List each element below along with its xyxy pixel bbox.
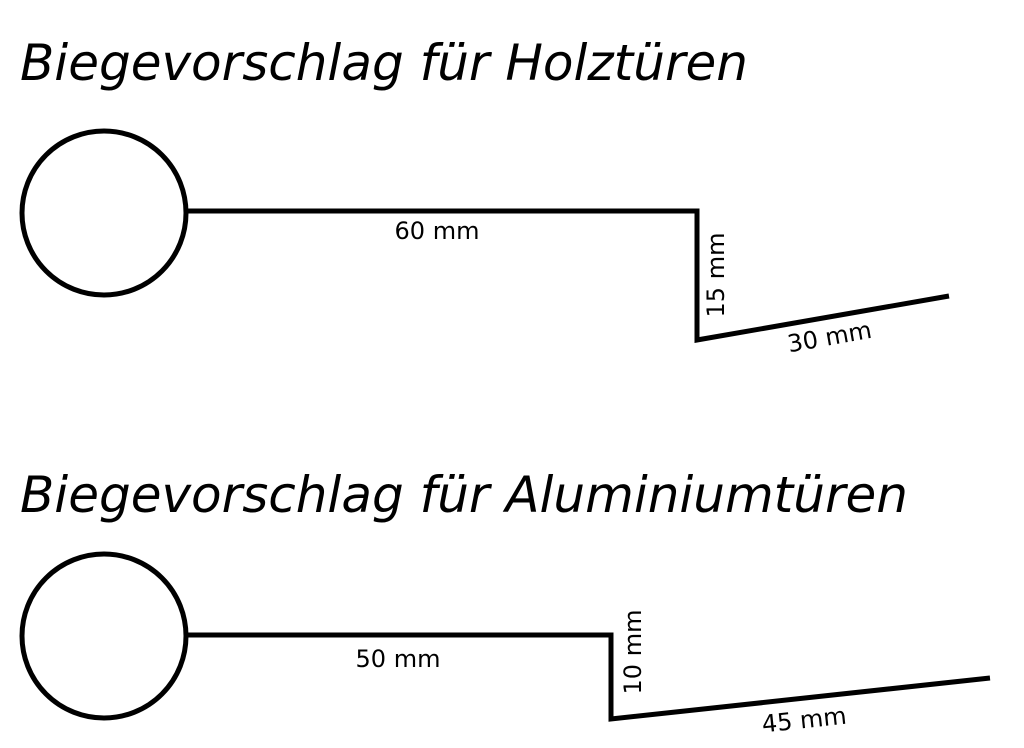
wood-segment-2-label: 15 mm: [702, 233, 730, 318]
wood-door-profile: 60 mm 15 mm 30 mm: [19, 128, 950, 358]
wood-segment-1-label: 60 mm: [395, 217, 480, 245]
aluminium-door-title: Biegevorschlag für Aluminiumtüren: [20, 466, 908, 524]
aluminium-segment-2-label: 10 mm: [619, 610, 647, 695]
aluminium-door-profile: 50 mm 10 mm 45 mm: [19, 551, 991, 739]
aluminium-segment-3-label: 45 mm: [760, 702, 847, 739]
aluminium-door-circle: [19, 551, 189, 721]
wood-door-title: Biegevorschlag für Holztüren: [20, 34, 748, 92]
wood-door-circle: [19, 128, 189, 298]
aluminium-door-bend-line: [186, 632, 991, 722]
wood-door-bend-line: [186, 208, 950, 343]
aluminium-segment-1-label: 50 mm: [356, 645, 441, 673]
